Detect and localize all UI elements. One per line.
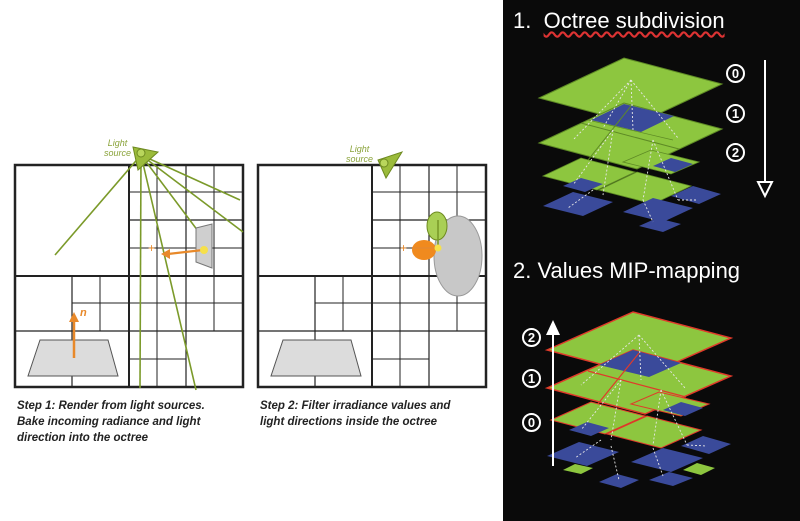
svg-text:+: +	[400, 241, 407, 255]
top-down-arrow	[756, 60, 774, 199]
bottom-stack-layer-0	[547, 391, 731, 488]
bottom-stack-connectors	[574, 334, 708, 481]
step2-light-source-label: Light source	[346, 144, 374, 164]
step2-caption: Step 2: Filter irradiance values and lig…	[260, 400, 451, 428]
octree-step-illustrations: +	[13, 146, 488, 391]
top-level-marker-0: 0	[726, 64, 745, 83]
step2-floor-object	[270, 339, 362, 377]
step1-surface-sample: +	[148, 223, 213, 269]
svg-text:+: +	[148, 241, 155, 255]
bottom-level-marker-2: 2	[522, 328, 541, 347]
left-illustration-panel: +	[13, 138, 488, 444]
top-level-marker-2: 2	[726, 143, 745, 162]
octree-subdivision-title: 1. Octree subdivision	[513, 8, 725, 33]
top-stack-layer-2	[541, 149, 721, 232]
normal-vector-label: n	[80, 307, 87, 319]
octree-layer-stacks	[537, 57, 774, 488]
top-stack-layer-1	[537, 102, 724, 170]
top-stack-connectors	[567, 79, 698, 223]
top-level-marker-1: 1	[726, 104, 745, 123]
mip-mapping-title: 2. Values MIP-mapping	[513, 258, 741, 283]
bottom-level-marker-0: 0	[522, 413, 541, 432]
right-dark-panel: 1. Octree subdivision 2. Values MIP-mapp…	[503, 0, 800, 521]
bottom-level-marker-1: 1	[522, 369, 541, 388]
step2-light-source-icon	[377, 151, 404, 180]
bottom-up-arrow	[546, 320, 560, 466]
step2-filtered-lobes: +	[400, 211, 483, 297]
step1-light-source-icon	[132, 146, 160, 171]
step1-light-rays	[54, 154, 244, 391]
step1-normal-arrow	[69, 312, 79, 358]
step1-octree-grid	[13, 163, 245, 389]
step1-light-source-label: Light source	[104, 138, 132, 158]
step1-caption: Step 1: Render from light sources. Bake …	[17, 400, 205, 444]
